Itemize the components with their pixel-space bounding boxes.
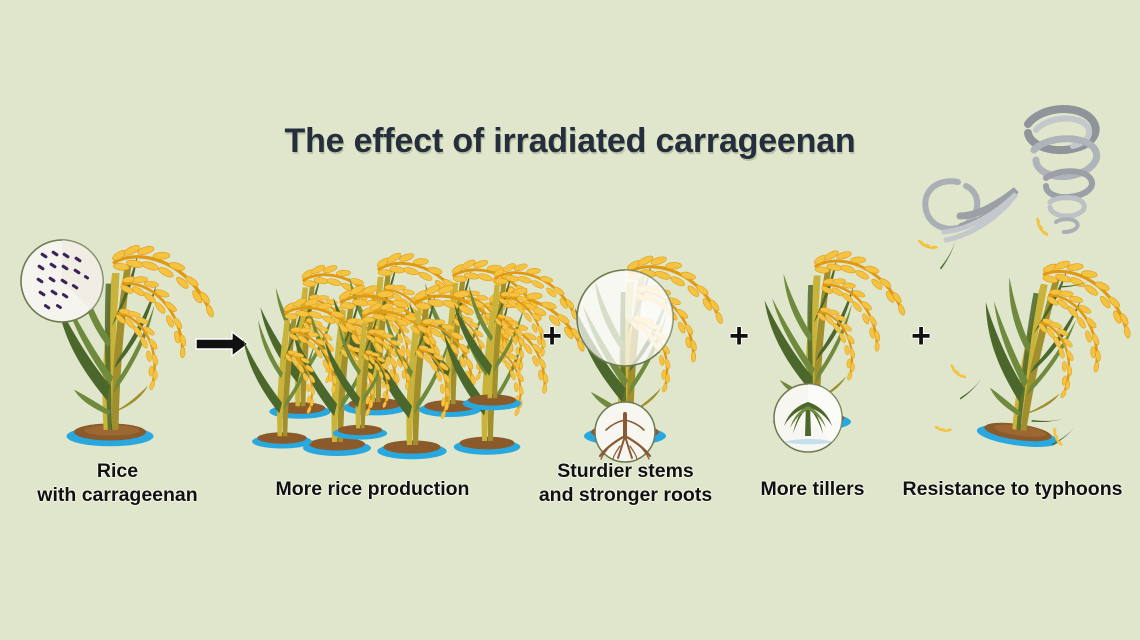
caption-line: Sturdier stems [557, 460, 694, 482]
root-magnifier-circle [594, 401, 656, 463]
panel-sturdier-stems-art [575, 245, 724, 463]
plus-sign-2: + [729, 317, 749, 355]
panel-more-rice-production-art [243, 241, 585, 459]
caption-line: Resistance to typhoons [902, 478, 1123, 500]
panel-more-tillers-art [765, 241, 907, 453]
plus-sign-3: + [911, 317, 931, 355]
caption-line: and stronger roots [538, 483, 713, 506]
caption-resistance-to-typhoons: Resistance to typhoons [890, 478, 1135, 502]
caption-sturdier-stems-and-stronger-roots: Sturdier stems and stronger roots [518, 460, 733, 508]
panel-resistance-typhoons-art [916, 105, 1140, 459]
caption-rice-with-carrageenan: Rice with carrageenan [10, 460, 225, 508]
caption-more-tillers: More tillers [740, 478, 885, 502]
stem-magnifier-circle [576, 269, 674, 367]
caption-line: More rice production [275, 478, 470, 500]
spray-droplets-circle [20, 239, 104, 323]
panel-rice-with-carrageenan-art [20, 234, 249, 446]
page-title: The effect of irradiated carrageenan [284, 122, 856, 160]
caption-line: More tillers [760, 478, 865, 500]
caption-line: with carrageenan [37, 483, 198, 506]
right-arrow [195, 331, 249, 357]
typhoon-swirl-icon [922, 105, 1101, 243]
rice-plant [967, 240, 1140, 459]
caption-more-rice-production: More rice production [250, 478, 495, 502]
tiller-magnifier-circle [773, 383, 843, 453]
plus-sign-1: + [542, 317, 562, 355]
caption-line: Rice [96, 460, 139, 482]
